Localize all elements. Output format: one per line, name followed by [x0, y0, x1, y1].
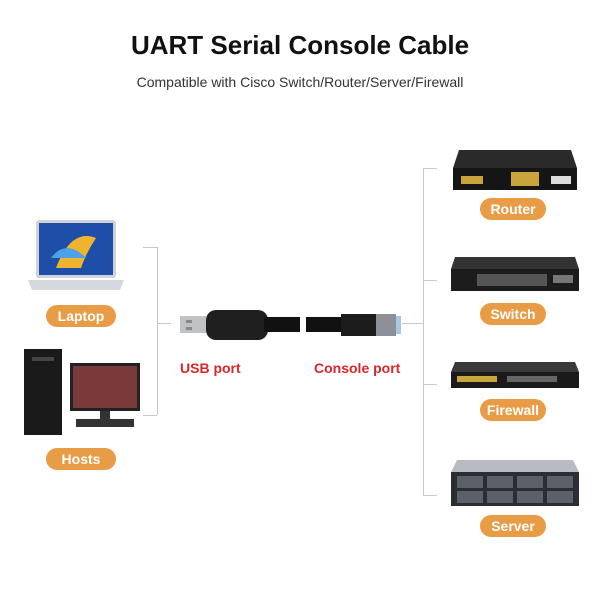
connector-line	[423, 168, 437, 169]
subtitle: Compatible with Cisco Switch/Router/Serv…	[136, 74, 464, 90]
laptop-image	[28, 220, 124, 290]
title: UART Serial Console Cable	[130, 30, 470, 60]
device-label-hosts: Hosts	[46, 448, 116, 470]
device-label-laptop: Laptop	[46, 305, 116, 327]
router-image	[453, 150, 577, 190]
connector-line	[402, 323, 423, 324]
device-label-firewall: Firewall	[480, 399, 546, 421]
connector-line	[143, 247, 157, 248]
device-label-server: Server	[480, 515, 546, 537]
console-cable-image	[180, 310, 401, 340]
device-label-switch: Switch	[480, 303, 546, 325]
switch-image	[451, 257, 579, 291]
connector-line	[423, 495, 437, 496]
console-port-label: Console port	[314, 360, 401, 376]
server-image	[451, 460, 579, 506]
connector-line	[157, 323, 171, 324]
connector-line	[423, 168, 424, 495]
connector-line	[157, 247, 158, 415]
connector-line	[423, 384, 437, 385]
connector-line	[143, 415, 157, 416]
device-label-router: Router	[480, 198, 546, 220]
firewall-image	[451, 362, 579, 388]
connector-line	[423, 280, 437, 281]
desktop-pc-image	[24, 349, 140, 435]
usb-port-label: USB port	[180, 360, 241, 376]
